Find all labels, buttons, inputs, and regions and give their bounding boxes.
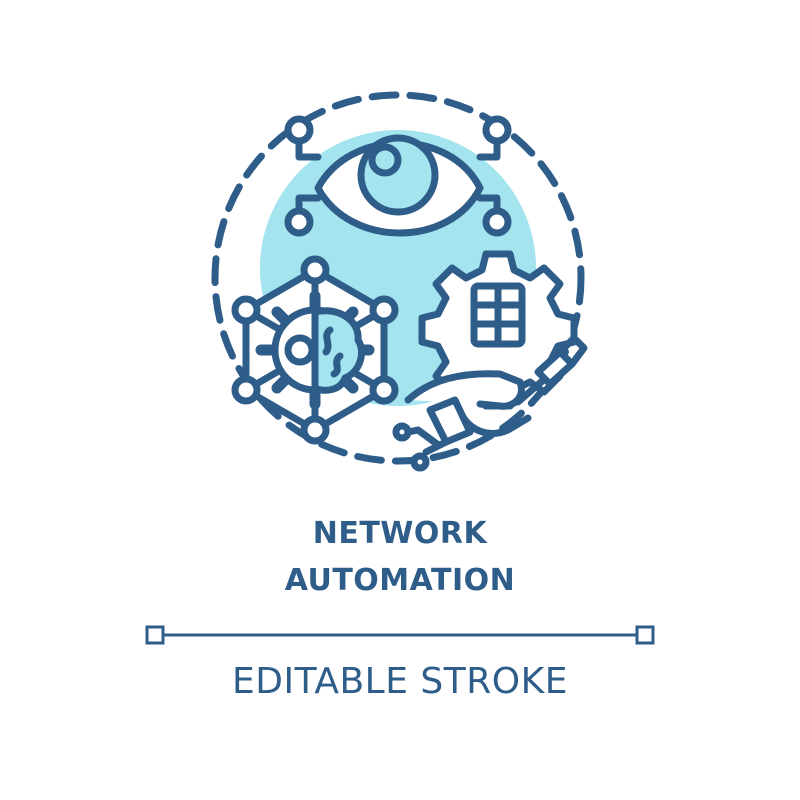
title-line-1: NETWORK bbox=[312, 516, 488, 551]
title-line-2: AUTOMATION bbox=[284, 563, 516, 598]
dashed-ring bbox=[211, 91, 585, 465]
eye-icon bbox=[284, 115, 512, 237]
divider-line bbox=[140, 620, 660, 650]
ai-brain-gear-network-icon bbox=[231, 255, 399, 445]
subtitle: EDITABLE STROKE bbox=[232, 661, 568, 702]
robotic-hand-icon bbox=[392, 334, 588, 472]
network-automation-icon bbox=[211, 91, 588, 472]
